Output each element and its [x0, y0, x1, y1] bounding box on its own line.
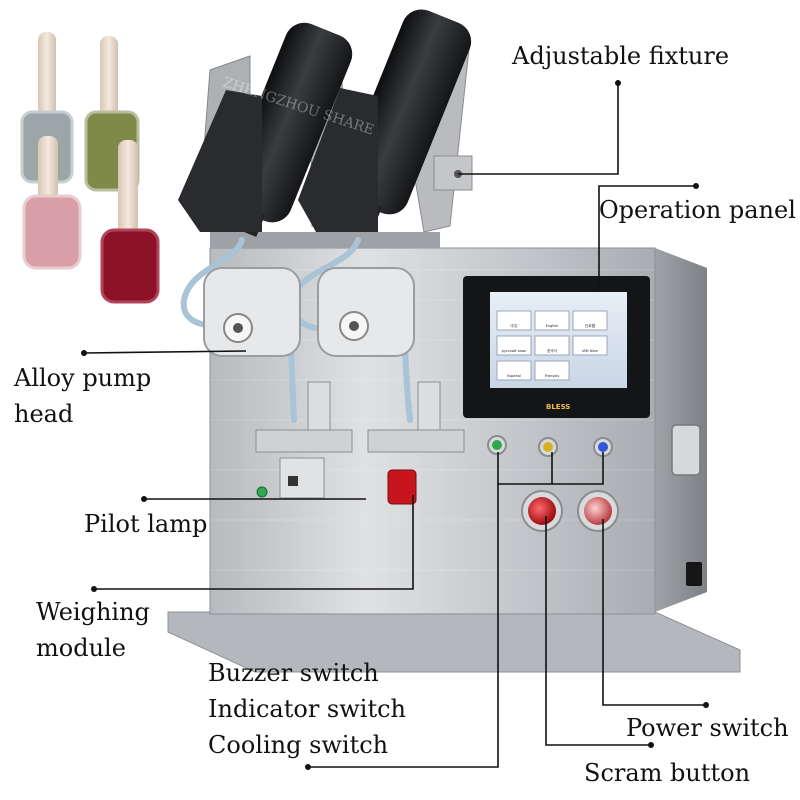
language-button[interactable]: 한국어 [534, 335, 570, 356]
label-indicator-switch: Indicator switch [208, 695, 406, 723]
callout-power [602, 519, 706, 706]
language-button-label: Español [507, 374, 521, 378]
filling-nozzle-right [367, 381, 465, 505]
alloy-pump-head-left [203, 267, 301, 357]
label-scram-button: Scram button [584, 759, 751, 787]
label-power-switch: Power switch [626, 714, 789, 742]
label-adjustable-fixture: Adjustable fixture [512, 42, 730, 70]
language-button-label: Français [545, 374, 560, 378]
black-side-cover-right [298, 88, 378, 232]
language-button-label: русский язык [502, 349, 527, 353]
callout-scram [545, 516, 651, 746]
side-handle [671, 424, 701, 476]
label-cooling-switch: Cooling switch [208, 731, 389, 759]
language-button-label: English [546, 324, 559, 328]
language-button[interactable]: English [534, 310, 570, 331]
callout-pump [83, 350, 247, 354]
label-operation-panel: Operation panel [599, 196, 796, 224]
side-rocker-switch[interactable] [686, 562, 702, 586]
pilot-lamp [256, 486, 268, 498]
label-alloy-pump-head: Alloy pump head [14, 360, 151, 432]
buzzer-switch[interactable] [487, 435, 507, 455]
operation-panel[interactable]: BLESS 中文 English 日本語 русский язык 한국어 Việt Na… [463, 276, 650, 418]
language-button-label: 中文 [511, 323, 519, 328]
cooling-switch[interactable] [593, 437, 613, 457]
callout-fixture [458, 83, 619, 175]
label-weighing-module-line1: Weighing [36, 598, 150, 626]
nail-polish-bottles [20, 32, 160, 304]
callout-panel [598, 185, 696, 290]
language-buttons: 中文 English 日本語 русский язык 한국어 Việt NamEspañ… [496, 310, 608, 381]
language-button[interactable]: 中文 [496, 310, 532, 331]
label-weighing-module-line2: module [36, 634, 126, 662]
label-pilot-lamp: Pilot lamp [84, 510, 208, 538]
scram-button[interactable] [521, 490, 563, 532]
language-button[interactable]: Français [534, 360, 570, 381]
label-buzzer-switch: Buzzer switch [208, 659, 379, 687]
label-alloy-pump-head-line1: Alloy pump [14, 364, 152, 392]
polish-bottle-pink [22, 136, 82, 270]
indicator-switch[interactable] [538, 437, 558, 457]
power-switch[interactable] [577, 490, 619, 532]
callout-lines [83, 83, 706, 768]
language-button[interactable]: Việt Nam [572, 335, 608, 356]
language-button-label: 한국어 [547, 348, 557, 353]
language-button-label: 日本語 [585, 323, 596, 328]
callout-dots [81, 80, 709, 770]
black-side-cover-left [178, 90, 262, 232]
panel-brand: BLESS [546, 403, 570, 411]
alloy-pump-head-right [317, 267, 415, 357]
language-button[interactable]: 日本語 [572, 310, 608, 331]
label-alloy-pump-head-line2: head [14, 400, 74, 428]
language-button[interactable]: русский язык [496, 335, 532, 356]
filling-nozzle-left [255, 381, 353, 499]
language-button-label: Việt Nam [582, 349, 599, 353]
language-button[interactable]: Español [496, 360, 532, 381]
label-weighing-module: Weighing module [36, 594, 150, 666]
callout-weighing [94, 495, 414, 590]
label-switches: Buzzer switch Indicator switch Cooling s… [208, 655, 406, 763]
switch-row [487, 435, 619, 532]
bottle-shelf [210, 232, 440, 248]
callout-switches-blue [552, 452, 604, 485]
polish-bottle-wine [100, 140, 160, 304]
